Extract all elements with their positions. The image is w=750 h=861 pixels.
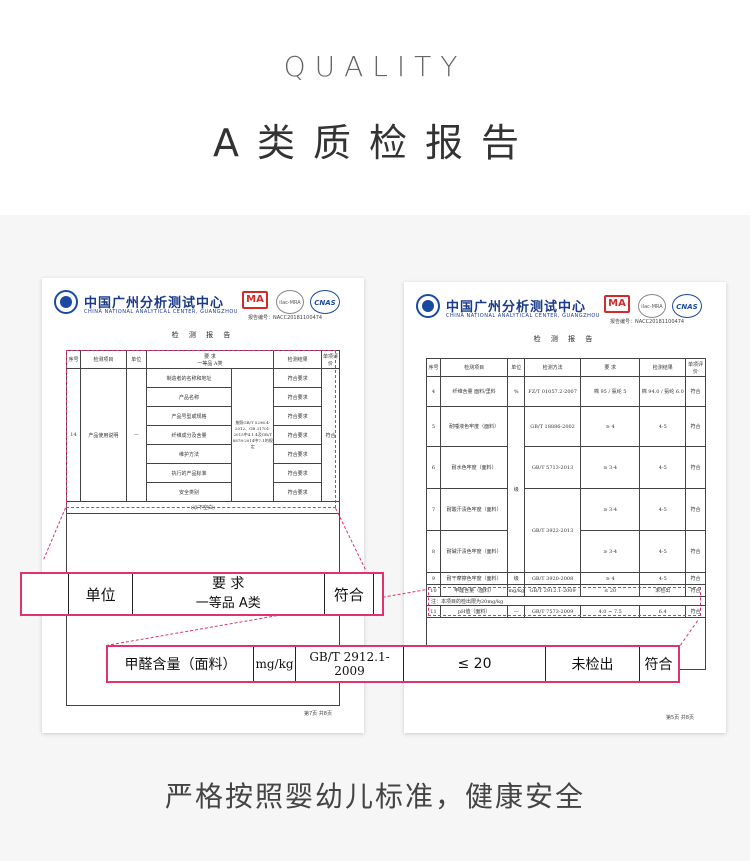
ma-badge-icon: MA <box>604 295 630 313</box>
zoom-verdict: 符合 <box>325 574 375 614</box>
zoom-callout-right: 甲醛含量（面料） mg/kg GB/T 2912.1-2009 ≤ 20 未检出… <box>106 645 680 683</box>
zoom-requirement: 要 求 一等品 A类 <box>133 574 325 614</box>
cnas-badge-icon: CNAS <box>672 294 702 318</box>
ilac-badge-icon: ilac-MRA <box>638 294 666 318</box>
org-en-name: CHINA NATIONAL ANALYTICAL CENTER, GUANGZ… <box>446 313 600 319</box>
report-page-left: 中国广州分析测试中心 CHINA NATIONAL ANALYTICAL CEN… <box>42 278 364 733</box>
eng-title: QUALITY <box>283 50 467 83</box>
org-logo-icon <box>54 290 78 314</box>
zoom-item: 甲醛含量（面料） <box>108 647 254 681</box>
zoom-callout-left: 单位 要 求 一等品 A类 符合 <box>20 572 384 616</box>
zoom-unit: mg/kg <box>254 647 296 681</box>
page-title: A类质检报告 <box>213 121 537 165</box>
tagline: 严格按照婴幼儿标准，健康安全 <box>164 780 585 813</box>
report-number: 报告编号：NACC20181100474 <box>248 315 323 321</box>
zoom-result: 未检出 <box>546 647 640 681</box>
header: QUALITY A类质检报告 <box>0 0 750 215</box>
cnas-badge-icon: CNAS <box>310 290 340 314</box>
doc-title: 检 测 报 告 <box>533 335 597 343</box>
page-number: 第7页 共8页 <box>304 711 332 717</box>
doc-title: 检 测 报 告 <box>171 331 235 339</box>
zoom-requirement: ≤ 20 <box>404 647 546 681</box>
report-number: 报告编号：NACC20181100474 <box>610 319 685 325</box>
org-logo-row: 中国广州分析测试中心 CHINA NATIONAL ANALYTICAL CEN… <box>52 286 352 322</box>
zoom-verdict: 符合 <box>644 657 673 673</box>
zoom-unit-label: 单位 <box>69 574 133 614</box>
org-logo-icon <box>416 294 440 318</box>
ma-badge-icon: MA <box>242 291 268 309</box>
org-name: 中国广州分析测试中心 <box>446 300 587 315</box>
zoom-method: GB/T 2912.1-2009 <box>296 647 404 681</box>
ilac-badge-icon: ilac-MRA <box>276 290 304 314</box>
org-name: 中国广州分析测试中心 <box>84 296 225 311</box>
highlight-area-right <box>428 587 701 616</box>
org-logo-row: 中国广州分析测试中心 CHINA NATIONAL ANALYTICAL CEN… <box>414 290 714 326</box>
page-number: 第5页 共8页 <box>666 715 694 721</box>
org-en-name: CHINA NATIONAL ANALYTICAL CENTER, GUANGZ… <box>84 309 238 315</box>
highlight-area-left <box>66 350 336 508</box>
